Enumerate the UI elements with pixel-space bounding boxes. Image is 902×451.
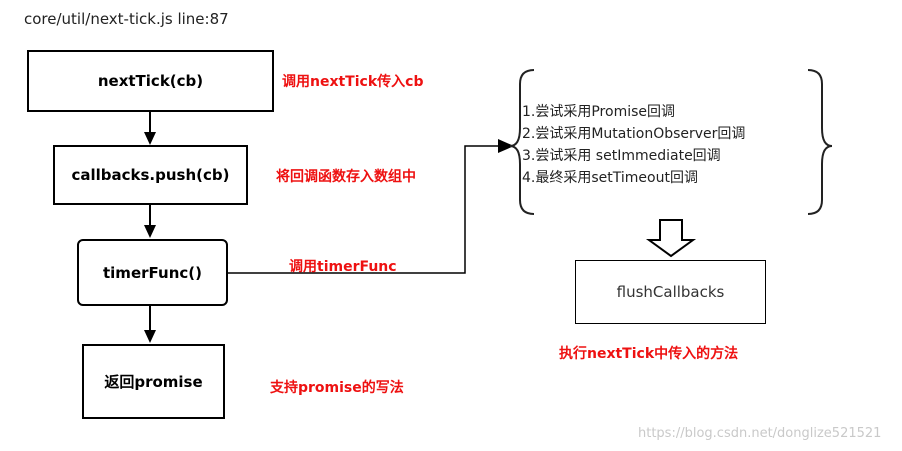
box-timerfunc: timerFunc() bbox=[77, 239, 228, 306]
arrow-nexttick-to-push bbox=[144, 110, 156, 145]
box-flush-callbacks: flushCallbacks bbox=[575, 260, 766, 324]
left-brace bbox=[509, 69, 535, 215]
annotation-call-timerfunc: 调用timerFunc bbox=[289, 259, 397, 275]
arrow-timerfunc-to-promise bbox=[144, 305, 156, 343]
annotation-store-callback: 将回调函数存入数组中 bbox=[276, 169, 416, 185]
strategy-item: 3.尝试采用 setImmediate回调 bbox=[522, 148, 721, 164]
annotation-call-nexttick: 调用nextTick传入cb bbox=[282, 74, 424, 90]
box-return-promise: 返回promise bbox=[82, 344, 225, 419]
box-callbacks-push: callbacks.push(cb) bbox=[53, 145, 248, 205]
strategy-item: 4.最终采用setTimeout回调 bbox=[522, 170, 698, 186]
box-nexttick: nextTick(cb) bbox=[27, 50, 274, 112]
arrow-push-to-timerfunc bbox=[144, 203, 156, 238]
strategy-item: 1.尝试采用Promise回调 bbox=[522, 104, 676, 120]
annotation-run-callbacks: 执行nextTick中传入的方法 bbox=[559, 346, 739, 362]
right-brace bbox=[807, 69, 833, 215]
watermark: https://blog.csdn.net/donglize521521 bbox=[638, 426, 882, 441]
strategy-item: 2.尝试采用MutationObserver回调 bbox=[522, 126, 746, 142]
hollow-down-arrow bbox=[645, 219, 697, 258]
file-title: core/util/next-tick.js line:87 bbox=[24, 10, 229, 28]
annotation-promise-support: 支持promise的写法 bbox=[270, 380, 404, 396]
connector-timerfunc-to-strategies bbox=[228, 139, 514, 274]
